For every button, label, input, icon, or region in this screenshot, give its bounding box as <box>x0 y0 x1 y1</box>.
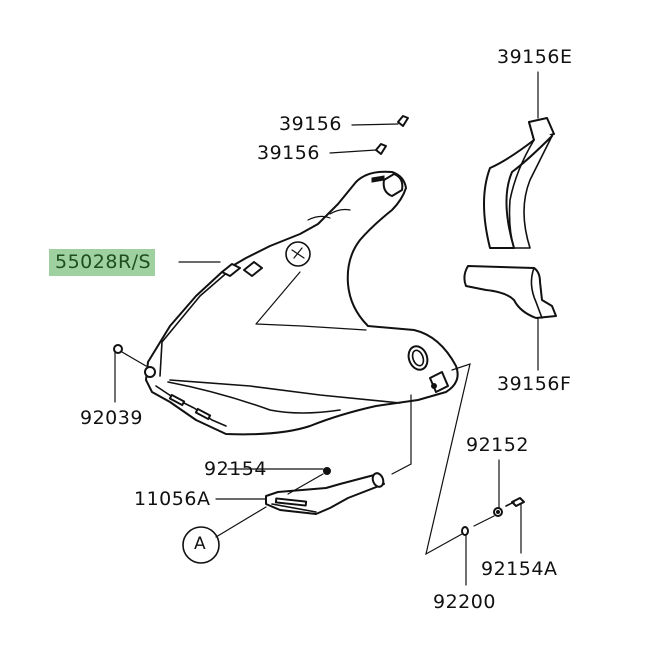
reference-circle-a <box>182 526 220 564</box>
callout-55028rs[interactable]: 55028R/S <box>49 249 156 276</box>
callout-39156-lower[interactable]: 39156 <box>257 142 320 164</box>
bracket-11056a-drawing <box>215 394 412 538</box>
callout-92152[interactable]: 92152 <box>466 434 529 456</box>
cowl-panel-drawing <box>144 170 459 436</box>
callout-92154a[interactable]: 92154A <box>481 558 558 580</box>
hardware-drawing <box>425 363 525 586</box>
reference-marker-a: A <box>194 534 207 554</box>
callout-39156-upper[interactable]: 39156 <box>279 113 342 135</box>
rivet-92039-drawing <box>113 344 147 403</box>
l-pad-39156f-drawing <box>463 265 557 371</box>
callout-92154[interactable]: 92154 <box>204 458 267 480</box>
callout-39156f[interactable]: 39156F <box>497 373 572 395</box>
callout-92200[interactable]: 92200 <box>433 591 496 613</box>
callout-39156e[interactable]: 39156E <box>497 46 573 68</box>
callout-92039[interactable]: 92039 <box>80 407 143 429</box>
callout-11056a[interactable]: 11056A <box>134 488 211 510</box>
curved-pad-39156e-drawing <box>483 71 555 249</box>
small-pads-drawing <box>329 115 409 155</box>
